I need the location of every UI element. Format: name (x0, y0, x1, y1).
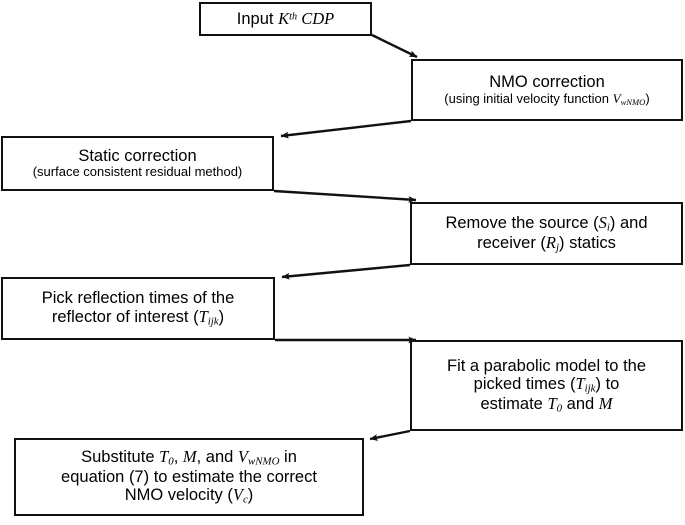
arrow-static-to-remove (273, 189, 417, 203)
node-nmo-line-2: (using initial velocity function VwNMO) (444, 90, 650, 107)
node-remove-line-2: receiver (Rj) statics (477, 232, 616, 253)
node-fit-line-3: estimate T0 and M (480, 393, 613, 415)
node-pick-line-2: reflector of interest (Tijk) (51, 306, 225, 328)
node-input-kth-cdp[interactable]: Input Kth CDP (199, 2, 372, 36)
node-remove-line-1: Remove the source (Si) and (445, 212, 648, 234)
node-substitute-line-3: NMO velocity (Vc) (124, 485, 254, 506)
node-static-line-2: (surface consistent residual method) (32, 164, 243, 180)
node-substitute-line-2: equation (7) to estimate the correct (61, 467, 317, 486)
node-substitute-line-1: Substitute T0, M, and VwNMO in (81, 447, 297, 468)
node-nmo-line-1: NMO correction (489, 73, 605, 92)
arrow-remove-to-pick (281, 263, 411, 280)
arrow-input-to-nmo (371, 33, 418, 59)
node-static-line-1: Static correction (78, 146, 197, 165)
node-fit-parabolic-model[interactable]: Fit a parabolic model to the picked time… (410, 340, 683, 431)
node-fit-line-1: Fit a parabolic model to the (446, 356, 647, 375)
node-remove-statics[interactable]: Remove the source (Si) and receiver (Rj)… (410, 202, 683, 265)
node-nmo-correction[interactable]: NMO correction (using initial velocity f… (411, 59, 683, 121)
node-static-correction[interactable]: Static correction (surface consistent re… (1, 136, 274, 191)
node-pick-line-1: Pick reflection times of the (41, 289, 235, 308)
node-input-line-1: Input Kth CDP (236, 8, 335, 28)
arrow-fit-to-substitute (369, 429, 411, 441)
node-pick-reflection-times[interactable]: Pick reflection times of the reflector o… (1, 277, 275, 340)
node-substitute-nmo-velocity[interactable]: Substitute T0, M, and VwNMO in equation … (14, 438, 364, 516)
arrow-nmo-to-static (280, 119, 412, 139)
node-fit-line-2: picked times (Tijk) to (473, 374, 620, 395)
